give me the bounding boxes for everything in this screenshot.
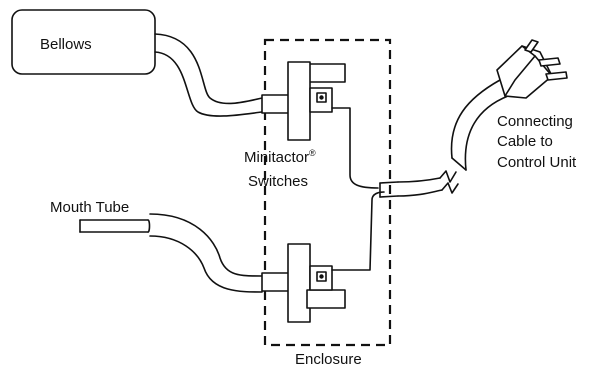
connecting-cable — [397, 79, 509, 197]
switches-label-line2: Switches — [248, 173, 308, 190]
mouth-tube — [79, 213, 291, 293]
mouth-tube-label: Mouth Tube — [50, 199, 129, 216]
cable-label-line3: Control Unit — [497, 154, 577, 171]
enclosure-label: Enclosure — [295, 351, 362, 368]
cable-junction — [379, 181, 399, 198]
registered-mark: ® — [309, 148, 316, 158]
switches-label-name: Minitactor — [244, 149, 309, 166]
cable-label-line2: Cable to — [497, 133, 553, 150]
upper-minitactor-switch — [287, 61, 346, 141]
bellows-hose — [154, 33, 291, 117]
lower-switch-wire — [331, 191, 385, 271]
cable-label-line1: Connecting — [497, 113, 573, 130]
lower-minitactor-switch — [287, 243, 346, 323]
bellows-box — [11, 9, 156, 75]
upper-switch-wire — [331, 107, 379, 189]
bellows-label: Bellows — [40, 36, 92, 53]
enclosure-box — [263, 38, 392, 347]
switches-label-line1: Minitactor® — [244, 148, 316, 166]
plug — [496, 39, 568, 99]
